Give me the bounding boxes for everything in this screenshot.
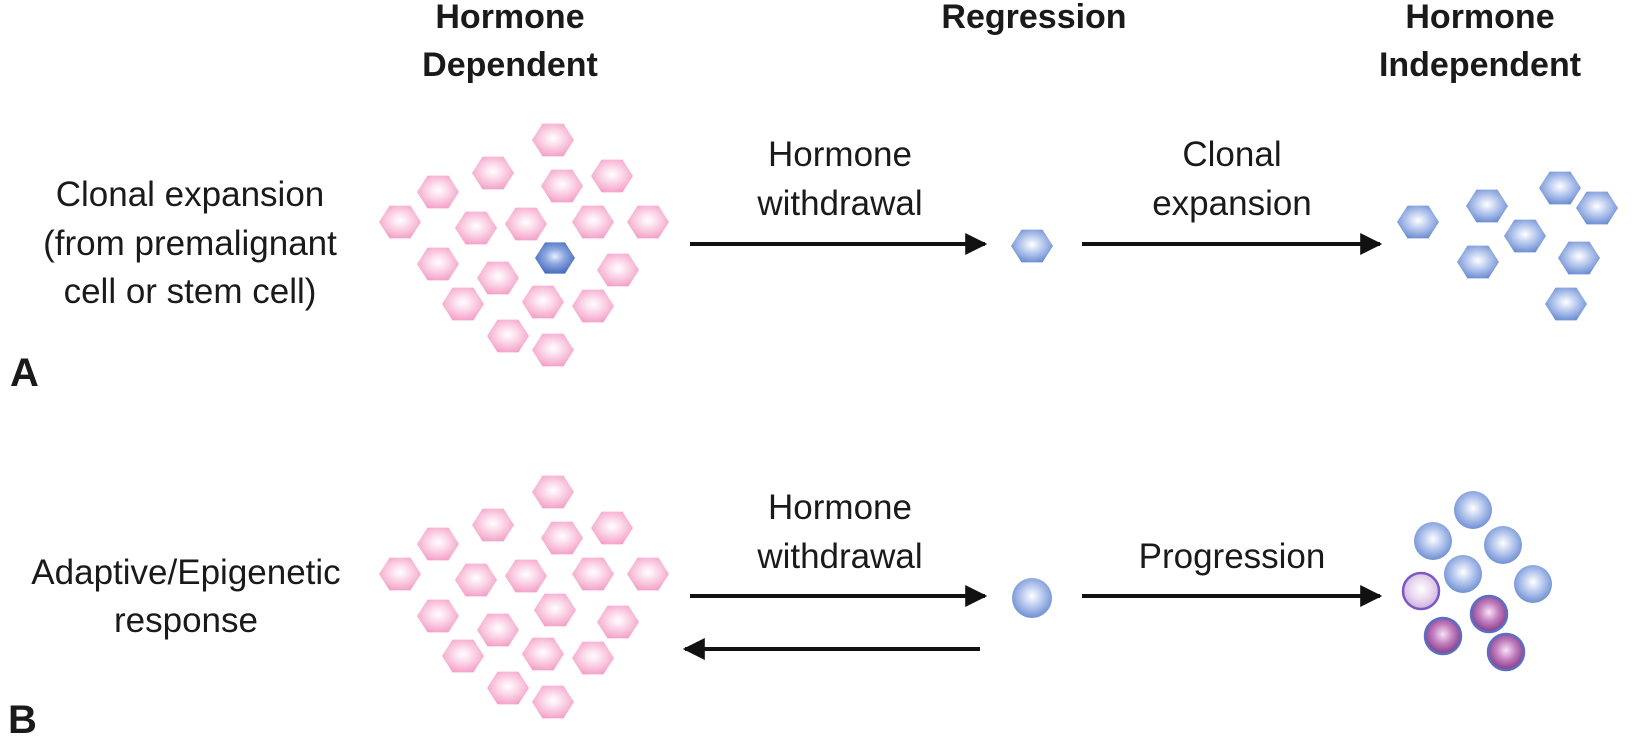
panel-b-step2-line1: Progression — [1139, 537, 1326, 576]
panel-a-mechanism-line1: Clonal expansion — [56, 175, 325, 214]
hormone-independent-cell — [1466, 189, 1508, 223]
hormone-dependent-cell — [541, 169, 583, 203]
hormone-independent-cell — [1414, 522, 1452, 560]
hormone-dependent-cell — [442, 287, 484, 321]
hormone-dependent-cell — [532, 333, 574, 367]
header-hormone-independent-line1: Hormone — [1405, 0, 1554, 36]
panel-a-step1-line1: Hormone — [768, 135, 912, 174]
progressed-cell — [1423, 616, 1463, 656]
header-hormone-dependent-line2: Dependent — [422, 46, 598, 84]
panel-b-hormone-dependent-cluster — [379, 475, 669, 719]
header-hormone-independent-line2: Independent — [1379, 46, 1581, 84]
hormone-dependent-cell — [572, 557, 614, 591]
hormone-dependent-cell — [627, 205, 669, 239]
hormone-independent-cell — [1539, 171, 1581, 205]
hormone-dependent-cell — [597, 605, 639, 639]
transitional-cell — [1401, 571, 1441, 611]
hormone-dependent-cell — [487, 671, 529, 705]
hormone-independent-cell — [1397, 205, 1439, 239]
hormone-dependent-cell — [591, 511, 633, 545]
panel-a-hormone-independent-cluster — [1397, 171, 1618, 321]
panel-b-step1-line2: withdrawal — [756, 537, 922, 576]
hormone-dependent-cell — [572, 205, 614, 239]
hormone-dependent-cell — [477, 613, 519, 647]
hormone-independent-cell — [1545, 287, 1587, 321]
hormone-independent-cell — [1504, 219, 1546, 253]
hormone-dependent-cell — [505, 207, 547, 241]
hormone-independent-cell — [535, 242, 575, 274]
hormone-dependent-cell — [477, 261, 519, 295]
panel-a-mechanism-line3: cell or stem cell) — [64, 272, 317, 311]
hormone-dependent-cell — [572, 289, 614, 323]
header-regression: Regression — [941, 0, 1126, 36]
panel-b-letter: B — [8, 698, 37, 742]
surviving-cell — [1012, 578, 1052, 618]
header-hormone-dependent-line1: Hormone — [435, 0, 584, 36]
hormone-independent-cell — [1558, 241, 1600, 275]
hormone-independent-cell — [1576, 191, 1618, 225]
hormone-dependent-cell — [442, 639, 484, 673]
panel-b-step1-line1: Hormone — [768, 488, 912, 527]
hormone-dependent-cell — [627, 557, 669, 591]
hormone-dependent-cell — [472, 508, 514, 542]
hormone-dependent-cell — [541, 521, 583, 555]
hormone-dependent-cell — [591, 159, 633, 193]
hormone-independent-cell — [1454, 491, 1492, 529]
panel-b-mechanism-line1: Adaptive/Epigenetic — [31, 553, 340, 592]
panel-b-regression-cell — [1012, 578, 1052, 618]
hormone-dependent-cell — [532, 475, 574, 509]
hormone-dependent-cell — [505, 559, 547, 593]
hormone-dependent-cell — [522, 637, 564, 671]
hormone-dependent-cell — [522, 285, 564, 319]
panel-a-regression-cell — [1011, 229, 1053, 263]
hormone-dependent-cell — [417, 599, 459, 633]
hormone-dependent-cell — [532, 685, 574, 719]
panel-a-hormone-dependent-cluster — [379, 123, 669, 367]
hormone-dependent-cell — [487, 319, 529, 353]
hormone-independent-cell — [1484, 526, 1522, 564]
progressed-cell — [1469, 594, 1509, 634]
hormone-dependent-cell — [379, 205, 421, 239]
surviving-cell — [1011, 229, 1053, 263]
hormone-dependent-cell — [379, 557, 421, 591]
hormone-dependent-cell — [455, 211, 497, 245]
panel-a-mechanism-line2: (from premalignant — [43, 224, 337, 263]
panel-a-step2-line1: Clonal — [1182, 135, 1281, 174]
hormone-dependent-cell — [597, 253, 639, 287]
hormone-independent-cell — [1457, 245, 1499, 279]
hormone-dependent-cell — [472, 156, 514, 190]
hormone-independent-cell — [1514, 565, 1552, 603]
progressed-cell — [1486, 632, 1526, 672]
hormone-dependent-cell — [534, 593, 576, 627]
hormone-dependent-cell — [572, 641, 614, 675]
hormone-dependent-cell — [455, 563, 497, 597]
hormone-dependent-cell — [417, 247, 459, 281]
panel-a-step1-line2: withdrawal — [756, 184, 922, 223]
panel-b-mechanism-line2: response — [114, 601, 258, 640]
hormone-independent-cell — [1444, 555, 1482, 593]
hormone-dependent-cell — [532, 123, 574, 157]
panel-a-letter: A — [10, 351, 39, 395]
hormone-dependent-cell — [417, 175, 459, 209]
panel-b-progressed-cluster — [1401, 491, 1552, 672]
panel-a-step2-line2: expansion — [1152, 184, 1312, 223]
hormone-dependent-cell — [417, 527, 459, 561]
